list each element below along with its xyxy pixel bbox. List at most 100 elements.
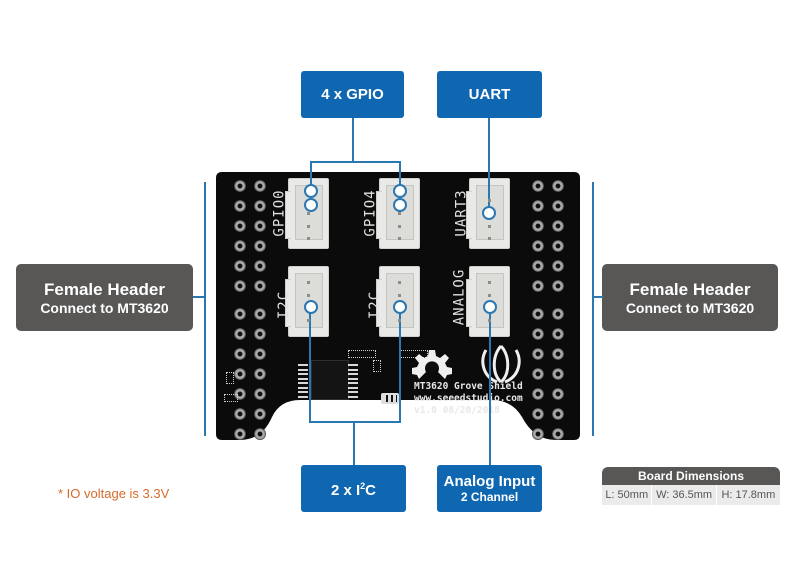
header-pin (234, 260, 246, 272)
left-header-line2: Connect to MT3620 (40, 299, 169, 316)
seeed-logo-icon (481, 344, 521, 384)
header-pin (552, 368, 564, 380)
analog-callout-line1: Analog Input (443, 473, 536, 490)
led-component (381, 393, 399, 404)
grove-connector-gpio0 (285, 178, 329, 249)
ic-pad (298, 391, 308, 393)
i2c2-pin-marker (393, 300, 407, 314)
i2c-callout-label: 2 x I2C (330, 481, 377, 499)
header-pin (552, 408, 564, 420)
board-url-text: www.seeedstudio.com (414, 393, 523, 404)
header-pin (532, 280, 544, 292)
i2c-bracket-right (399, 306, 401, 423)
header-pin (254, 220, 266, 232)
header-pin (552, 388, 564, 400)
board-name-text: MT3620 Grove Shield (414, 381, 523, 392)
i2c-bracket-line (309, 421, 401, 423)
uart-callout: UART (437, 71, 542, 118)
header-pin (532, 180, 544, 192)
header-pin (254, 388, 266, 400)
header-pin (532, 260, 544, 272)
right-header-line1: Female Header (629, 279, 751, 299)
header-pin (552, 180, 564, 192)
header-pin (234, 428, 246, 440)
gpio-leader-line (352, 118, 354, 162)
header-pin (254, 428, 266, 440)
gpio-bracket-left (310, 161, 312, 191)
header-pin (532, 388, 544, 400)
ic-pad (298, 373, 308, 375)
silk-label-gpio4: GPIO4 (362, 189, 379, 237)
gpio-callout-label: 4 x GPIO (321, 86, 384, 103)
header-pin (552, 240, 564, 252)
uart3-pin-marker (482, 206, 496, 220)
gpio-callout: 4 x GPIO (301, 71, 404, 118)
board-version-text: v1.0 08/20/2018 (414, 405, 500, 416)
header-pin (234, 180, 246, 192)
ic-pad (298, 377, 308, 380)
header-pin (254, 180, 266, 192)
header-pin (234, 240, 246, 252)
grove-connector-i2c-2 (376, 266, 420, 337)
ic-pad (348, 395, 358, 398)
analog-callout-line2: 2 Channel (460, 490, 519, 504)
dimensions-title: Board Dimensions (602, 467, 780, 485)
header-pin (234, 308, 246, 320)
header-pin (254, 368, 266, 380)
gpio0-pin2-marker (304, 198, 318, 212)
i2c-callout: 2 x I2C (301, 465, 406, 512)
left-header-leader (193, 296, 205, 298)
header-pin (254, 200, 266, 212)
header-pin (254, 308, 266, 320)
right-header-bracket (592, 182, 594, 436)
smd-component (373, 360, 381, 372)
silk-label-i2c-2: I2C (367, 290, 384, 320)
ic-pad (348, 386, 358, 389)
header-pin (254, 408, 266, 420)
io-voltage-note: * IO voltage is 3.3V (58, 486, 170, 501)
header-pin (552, 428, 564, 440)
header-pin (552, 260, 564, 272)
ic-pad (298, 368, 308, 371)
ic-pad (348, 382, 358, 384)
header-pin (254, 240, 266, 252)
right-header-callout: Female Header Connect to MT3620 (602, 264, 778, 331)
silk-label-uart3: UART3 (453, 189, 470, 237)
analog-leader-line (489, 306, 491, 465)
gpio4-pin1-marker (393, 184, 407, 198)
header-pin (552, 348, 564, 360)
gpio4-pin2-marker (393, 198, 407, 212)
header-pin (532, 220, 544, 232)
grove-connector-analog (466, 266, 510, 337)
ic-pad (298, 395, 308, 398)
header-pin (234, 200, 246, 212)
grove-connector-i2c-1 (285, 266, 329, 337)
gpio0-pin1-marker (304, 184, 318, 198)
header-pin (234, 368, 246, 380)
smd-component (348, 350, 376, 358)
ic-pad (348, 391, 358, 393)
i2c-leader-line (353, 422, 355, 465)
header-pin (532, 200, 544, 212)
header-pin (254, 348, 266, 360)
board-silkscreen-text: MT3620 Grove Shield www.seeedstudio.com … (414, 381, 523, 417)
dimensions-row: L: 50mm W: 36.5mm H: 17.8mm (602, 485, 780, 505)
uart-leader-line (488, 118, 490, 213)
ic-pad (298, 386, 308, 389)
header-pin (532, 328, 544, 340)
i2c1-pin-marker (304, 300, 318, 314)
header-pin (254, 280, 266, 292)
silk-label-gpio0: GPIO0 (271, 189, 288, 237)
header-pin (532, 348, 544, 360)
header-pin (552, 200, 564, 212)
header-pin (532, 308, 544, 320)
smd-component (224, 394, 238, 402)
right-header-line2: Connect to MT3620 (625, 299, 755, 316)
left-header-bracket (204, 182, 206, 436)
silk-label-analog: ANALOG (451, 268, 468, 326)
gpio-bracket-line (310, 161, 400, 163)
header-pin (234, 220, 246, 232)
ic-pad (348, 368, 358, 371)
ic-pad (348, 373, 358, 375)
header-pin (234, 348, 246, 360)
